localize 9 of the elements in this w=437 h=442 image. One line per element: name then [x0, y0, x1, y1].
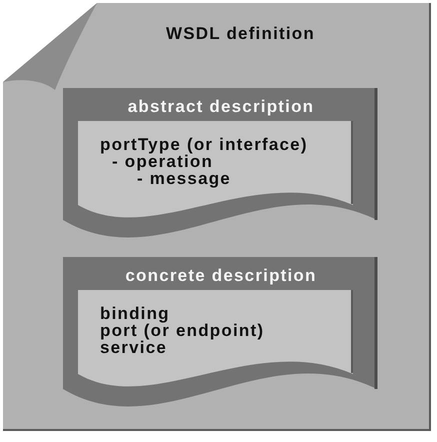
list-item: - operation	[112, 153, 214, 170]
list-item: - message	[137, 170, 231, 187]
section-heading: concrete description	[125, 267, 317, 284]
list-item: portType (or interface)	[100, 136, 308, 153]
list-item: port (or endpoint)	[100, 322, 264, 339]
list-item: binding	[100, 305, 170, 322]
section-heading: abstract description	[128, 98, 314, 115]
list-item: service	[100, 339, 168, 356]
page-title: WSDL definition	[166, 25, 315, 42]
